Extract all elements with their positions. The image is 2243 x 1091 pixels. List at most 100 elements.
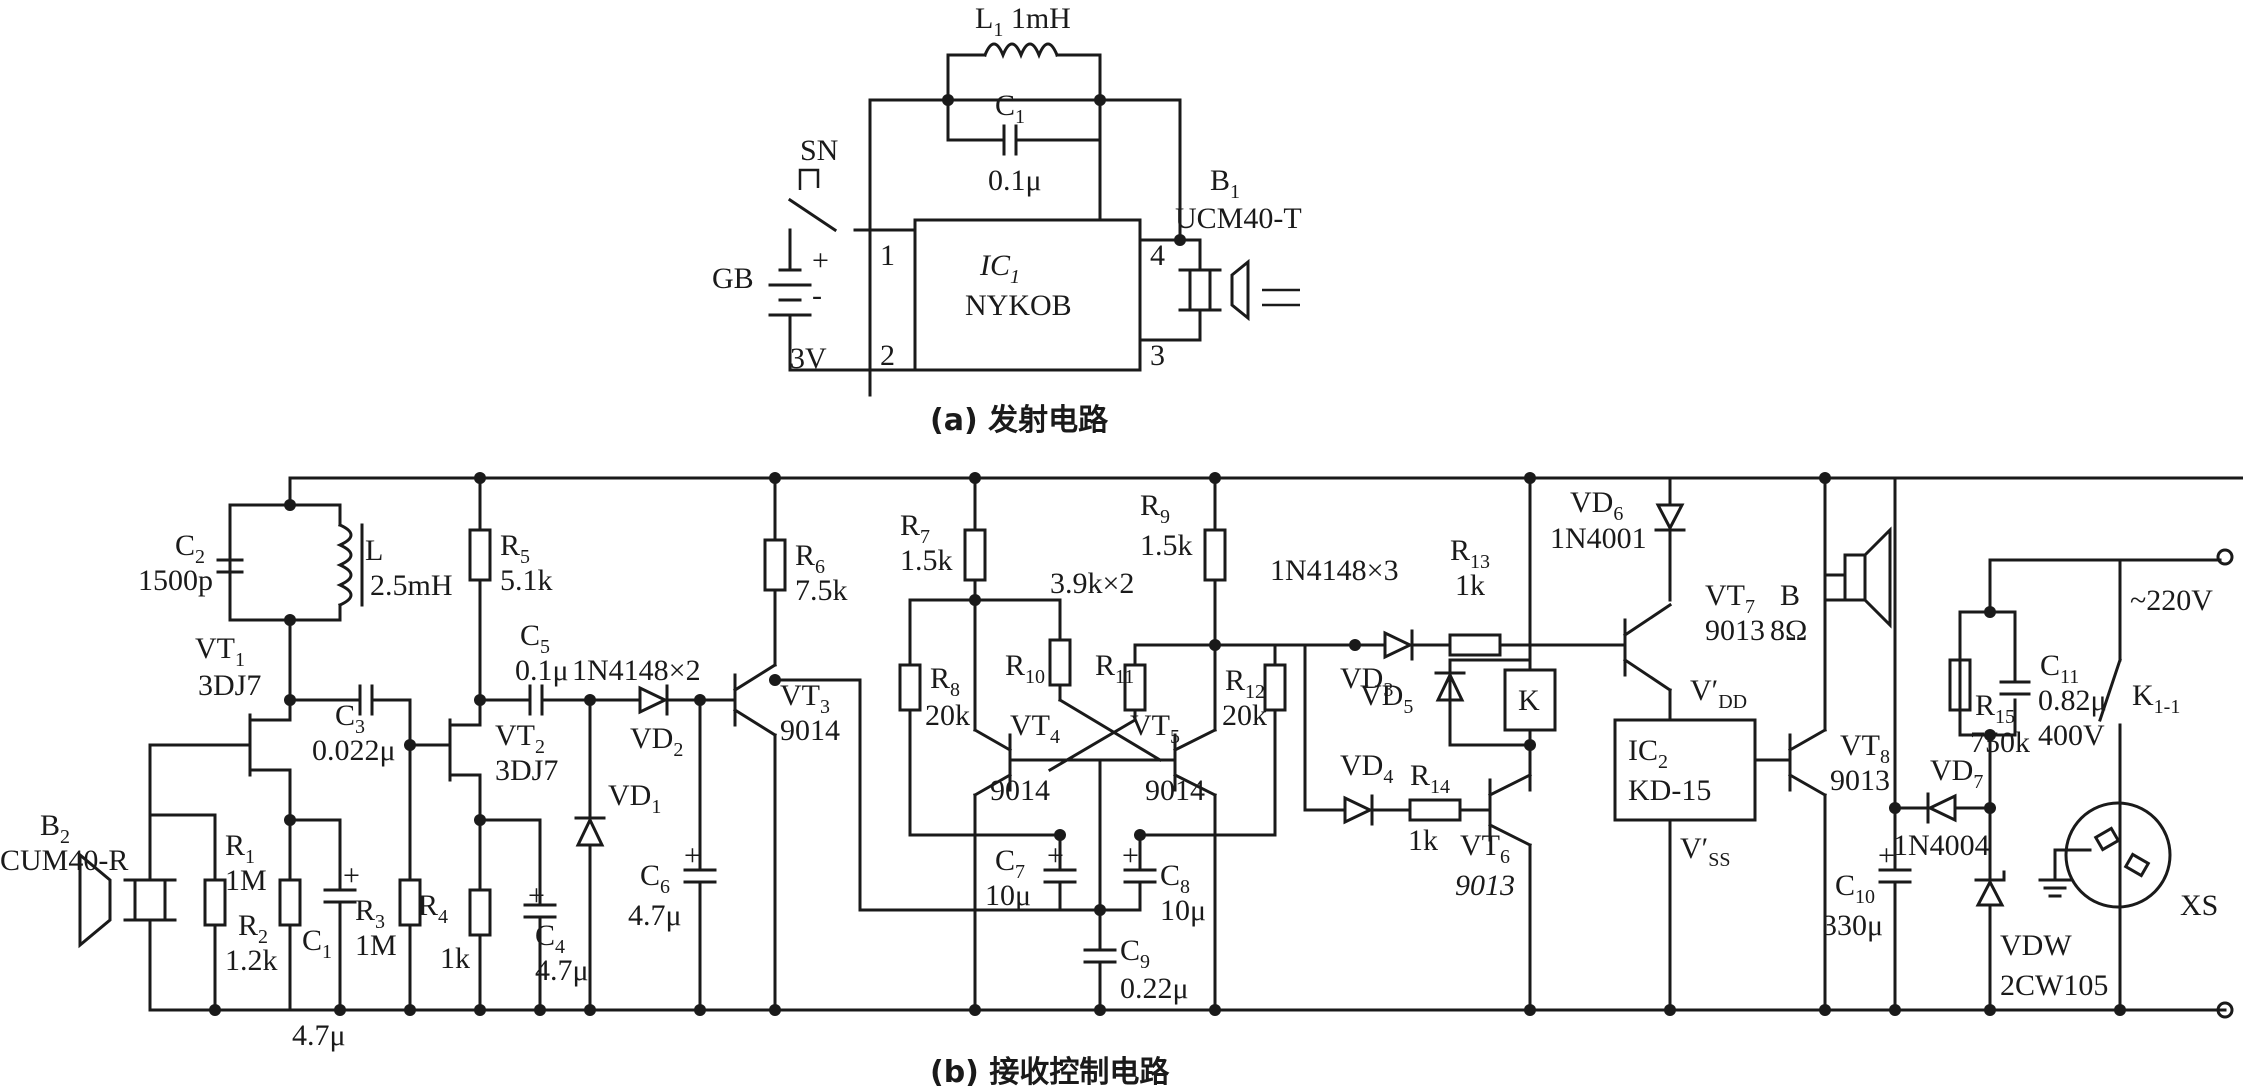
transmitter-circuit (768, 42, 1300, 397)
label-c11-value: 0.82μ (2038, 684, 2107, 717)
label-r10-r11-value: 3.9k×2 (1050, 567, 1134, 600)
label-l1: L1 1mH (975, 2, 1071, 41)
label-vss: V′SS (1680, 832, 1730, 871)
resistor-r3 (398, 878, 422, 927)
label-pin4: 4 (1150, 239, 1165, 272)
ic1-box (913, 218, 1142, 372)
label-r10: R10 (1005, 649, 1045, 688)
label-c11-voltage: 400V (2038, 719, 2105, 752)
diode-vd1 (575, 816, 605, 847)
label-ic2: IC2 (1628, 734, 1668, 773)
label-b2: B2 (40, 809, 70, 848)
label-vt5: VT5 (1130, 709, 1180, 748)
resistor-r6 (763, 538, 787, 592)
label-vd6-part: 1N4001 (1550, 522, 1647, 555)
relay-contact-k11 (2098, 658, 2122, 722)
label-r15: R15 (1975, 689, 2015, 728)
label-pin1: 1 (880, 239, 895, 272)
switch-sn-button (798, 168, 820, 190)
label-vdd: V′DD (1690, 674, 1747, 713)
caption-receiver: (b) 接收控制电路 (930, 1055, 1170, 1090)
label-c7: C7 (995, 844, 1025, 883)
label-r8: R8 (930, 662, 960, 701)
diode-vd2 (638, 685, 669, 715)
label-vt4-part: 9014 (990, 774, 1050, 807)
label-vt1: VT1 (195, 632, 245, 671)
label-vt8: VT8 (1840, 729, 1890, 768)
label-r12: R12 (1225, 664, 1265, 703)
label-r2: R2 (238, 909, 268, 948)
caption-transmitter: (a) 发射电路 (930, 403, 1109, 438)
label-gb-plus: + (812, 244, 829, 277)
transducer-b1-crystal (1188, 268, 1212, 312)
label-c3: C3 (335, 699, 365, 738)
label-c1r-plus: + (343, 859, 360, 892)
label-c7-plus: + (1047, 839, 1064, 872)
inductor-l (336, 523, 353, 607)
label-r9-value: 1.5k (1140, 529, 1193, 562)
label-b-value: 8Ω (1770, 614, 1807, 647)
label-b1-part: UCM40-T (1175, 202, 1302, 235)
label-mains: ~220V (2130, 584, 2213, 617)
label-vt7-part: 9013 (1705, 614, 1765, 647)
label-r7-value: 1.5k (900, 544, 953, 577)
receiver-circuit (78, 472, 2243, 1019)
label-c4-value: 4.7μ (535, 954, 589, 987)
label-sn: SN (800, 134, 838, 167)
label-k11: K1-1 (2132, 679, 2180, 718)
resistor-r8 (898, 663, 922, 712)
mains-terminal-bottom (2216, 1001, 2234, 1019)
label-vt8-part: 9013 (1830, 764, 1890, 797)
label-vt7: VT7 (1705, 579, 1755, 618)
label-r7: R7 (900, 509, 930, 548)
label-r13: R13 (1450, 534, 1490, 573)
label-r4: R4 (418, 889, 448, 928)
label-r1-value: 1M (225, 864, 267, 897)
transducer-b2-crystal (133, 878, 167, 922)
label-b: B (1780, 579, 1800, 612)
diode-vd3 (1383, 630, 1414, 660)
label-r6: R6 (795, 539, 825, 578)
label-r12-value: 20k (1222, 699, 1267, 732)
label-vd4: VD4 (1340, 749, 1393, 788)
label-vt1-part: 3DJ7 (198, 669, 261, 702)
label-c7-value: 10μ (985, 879, 1031, 912)
label-r5: R5 (500, 529, 530, 568)
label-r8-value: 20k (925, 699, 970, 732)
label-gb-voltage: 3V (790, 342, 827, 375)
transducer-b2-horn (78, 851, 112, 949)
label-r6-value: 7.5k (795, 574, 848, 607)
label-vd2: VD2 (630, 722, 683, 761)
label-c1r-value: 4.7μ (292, 1019, 346, 1052)
label-vdw: VDW (2000, 929, 2072, 962)
label-c2-value: 1500p (138, 564, 213, 597)
label-r2-value: 1.2k (225, 944, 278, 977)
label-gb: GB (712, 262, 754, 295)
label-l: L (365, 534, 383, 567)
label-vd3: VD3 (1340, 662, 1393, 701)
resistor-r7 (963, 528, 987, 582)
inductor-l1 (983, 42, 1059, 59)
mains-terminal-top (2216, 548, 2234, 566)
label-vt6: VT6 (1460, 829, 1510, 868)
label-r3-value: 1M (355, 929, 397, 962)
speaker-b-coil (1843, 553, 1867, 602)
label-vt2: VT2 (495, 719, 545, 758)
label-c11: C11 (2040, 649, 2079, 688)
label-r15-value: 750k (1970, 726, 2030, 759)
switch-sn-lever (787, 197, 838, 233)
label-c6: C6 (640, 859, 670, 898)
label-diode-triple: 1N4148×3 (1270, 554, 1399, 587)
label-r1: R1 (225, 829, 255, 868)
resistor-r10 (1048, 638, 1072, 687)
diode-vd4 (1343, 795, 1374, 825)
label-r11: R11 (1095, 649, 1134, 688)
resistor-r1 (203, 878, 227, 927)
label-r4-value: 1k (440, 942, 470, 975)
label-c8: C8 (1160, 859, 1190, 898)
label-vd7-part: 1N4004 (1893, 829, 1990, 862)
label-vd5: VD5 (1360, 679, 1413, 718)
diode-vd7 (1926, 793, 1957, 823)
speaker-b-cone (1863, 526, 1892, 629)
label-vt6-part: 9013 (1455, 869, 1515, 902)
